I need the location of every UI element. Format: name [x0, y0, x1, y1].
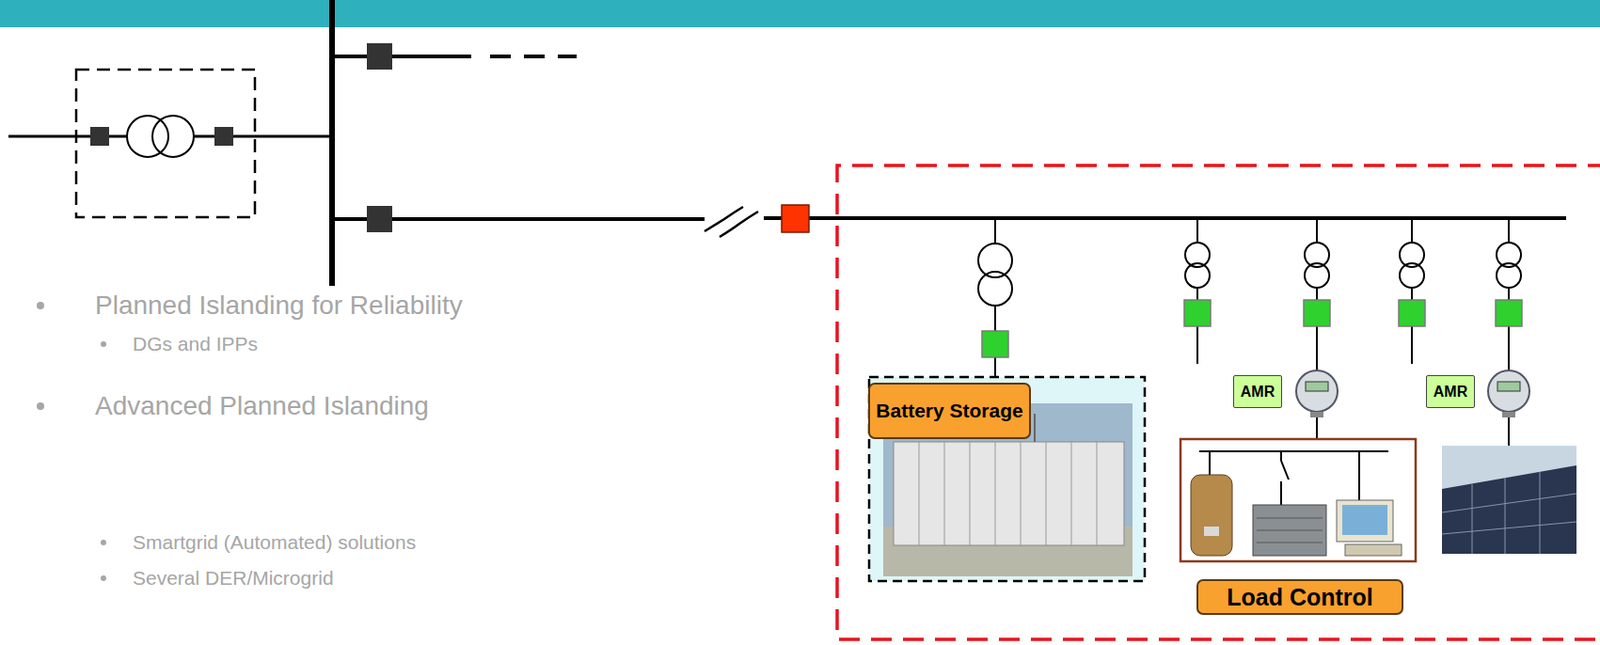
- breaker-symbol: [366, 43, 393, 70]
- line-break-symbol: [704, 206, 744, 232]
- pylon: [1033, 413, 1036, 443]
- breaker-symbol: [90, 126, 110, 146]
- transformer-symbols: [1185, 242, 1521, 288]
- load-control-boundary: [1180, 439, 1416, 562]
- load-control-label: Load Control: [1196, 579, 1404, 616]
- load-line: [1280, 451, 1283, 461]
- load-line: [1358, 451, 1361, 501]
- storage-label: Battery Storage: [868, 382, 1031, 440]
- node-label: Battery Storage: [875, 400, 1023, 423]
- computer: [1336, 500, 1402, 556]
- service-line: [1507, 417, 1510, 446]
- smart-meter: [1296, 370, 1338, 418]
- feeder-line: [763, 216, 1567, 221]
- transformer-winding: [152, 115, 194, 158]
- storage-boundary: [869, 377, 1145, 582]
- header-bar: [0, 0, 1600, 28]
- node-text-group: Load Control: [1226, 585, 1374, 611]
- amr-box: AMR: [1425, 375, 1475, 409]
- breaker-symbol: [982, 331, 1009, 358]
- load-line: [1208, 451, 1211, 476]
- node-text-group: AMR: [1240, 383, 1275, 400]
- transformer-winding: [126, 115, 169, 158]
- microgrid-boundary: [837, 165, 1600, 640]
- load-line: [1280, 481, 1283, 506]
- node-label: AMR: [1240, 383, 1275, 400]
- transformer-winding: [978, 271, 1013, 306]
- amr-box: AMR: [1233, 375, 1283, 409]
- cabinet-doors: [918, 442, 1097, 546]
- substation-boundary: [76, 69, 255, 218]
- feeder-line: [332, 54, 472, 59]
- bullet-dots: [36, 301, 107, 582]
- incoming-line: [8, 135, 127, 139]
- switch-symbol: [1281, 460, 1289, 480]
- distribution-taps: [1197, 218, 1509, 371]
- server-unit: [1252, 505, 1327, 556]
- substation-bus: [329, 0, 335, 286]
- node-text-group: Battery Storage: [875, 400, 1023, 423]
- pcc-switch: [781, 205, 809, 233]
- water-heater: [1190, 475, 1233, 556]
- bullet-item: Smartgrid (Automated) solutions: [132, 531, 416, 554]
- node-label: Load Control: [1226, 585, 1374, 611]
- breaker-symbol: [214, 126, 234, 146]
- line-break-symbol: [719, 211, 759, 238]
- smart-meter: [1488, 370, 1530, 418]
- bullet-item: Several DER/Microgrid: [132, 567, 334, 589]
- bullet-heading: Planned Islanding for Reliability: [95, 291, 463, 321]
- breaker-symbols: [1184, 300, 1522, 327]
- battery-cabinet: [893, 442, 1125, 546]
- solar-array: [1441, 445, 1577, 555]
- tap-line: [994, 218, 997, 244]
- node-text-group: AMR: [1433, 383, 1468, 400]
- breaker-symbol: [366, 205, 393, 233]
- node-label: AMR: [1433, 383, 1468, 400]
- bullet-heading: Advanced Planned Islanding: [95, 392, 429, 422]
- feeder-continuation: [490, 54, 577, 59]
- bullet-item: DGs and IPPs: [132, 332, 258, 355]
